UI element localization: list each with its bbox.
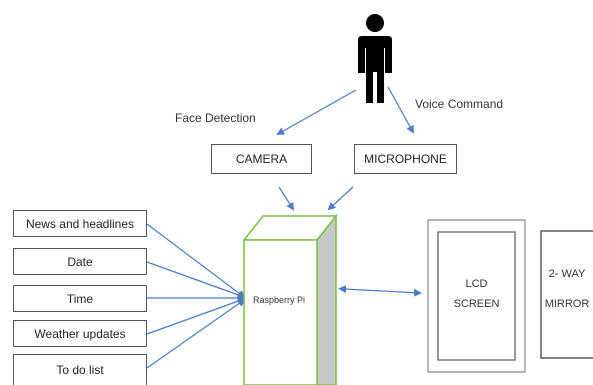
feature-date: Date	[13, 248, 147, 275]
microphone-box: MICROPHONE	[354, 144, 457, 174]
arrow-person-to-microphone	[387, 86, 414, 134]
feature-news-and-headlines: News and headlines	[13, 210, 147, 237]
feature-label: Time	[66, 291, 94, 306]
feature-label: To do list	[56, 363, 104, 377]
arrow-weather-to-pi	[146, 297, 246, 335]
feature-label: Weather updates	[34, 326, 126, 341]
mirror-label-line2: MIRROR	[544, 298, 590, 310]
voice-command-label: Voice Command	[415, 97, 504, 111]
two-way-mirror-frame	[540, 230, 593, 359]
face-detection-label: Face Detection	[175, 111, 256, 125]
raspberry-pi-box	[242, 213, 338, 385]
camera-label: CAMERA	[235, 152, 288, 166]
arrow-todo-to-pi	[146, 298, 246, 369]
microphone-label: MICROPHONE	[364, 152, 447, 166]
lcd-screen-outer-frame	[427, 219, 526, 373]
lcd-label-line1: LCD	[465, 278, 488, 290]
person-icon	[358, 14, 392, 103]
arrow-camera-to-pi	[278, 186, 295, 211]
feature-label: Date	[67, 254, 93, 269]
camera-box: CAMERA	[211, 144, 312, 174]
feature-weather-updates: Weather updates	[13, 320, 147, 347]
arrow-person-to-camera	[276, 89, 357, 135]
arrow-date-to-pi	[146, 261, 246, 299]
two-way-mirror-label: 2- WAY MIRROR	[541, 264, 593, 314]
raspberry-pi-label: Raspberry Pi	[253, 295, 306, 305]
arrow-pi-lcd-bidirectional	[338, 285, 422, 297]
feature-to-do-list: To do list	[13, 354, 147, 385]
lcd-screen-inner-frame	[437, 231, 516, 361]
arrow-news-to-pi	[146, 223, 246, 299]
feature-time: Time	[13, 285, 147, 312]
feature-label: News and headlines	[25, 216, 135, 231]
mirror-label-line1: 2- WAY	[548, 268, 586, 280]
arrow-microphone-to-pi	[327, 186, 354, 211]
lcd-label-line2: SCREEN	[453, 298, 500, 310]
lcd-screen-label: LCD SCREEN	[438, 274, 515, 314]
